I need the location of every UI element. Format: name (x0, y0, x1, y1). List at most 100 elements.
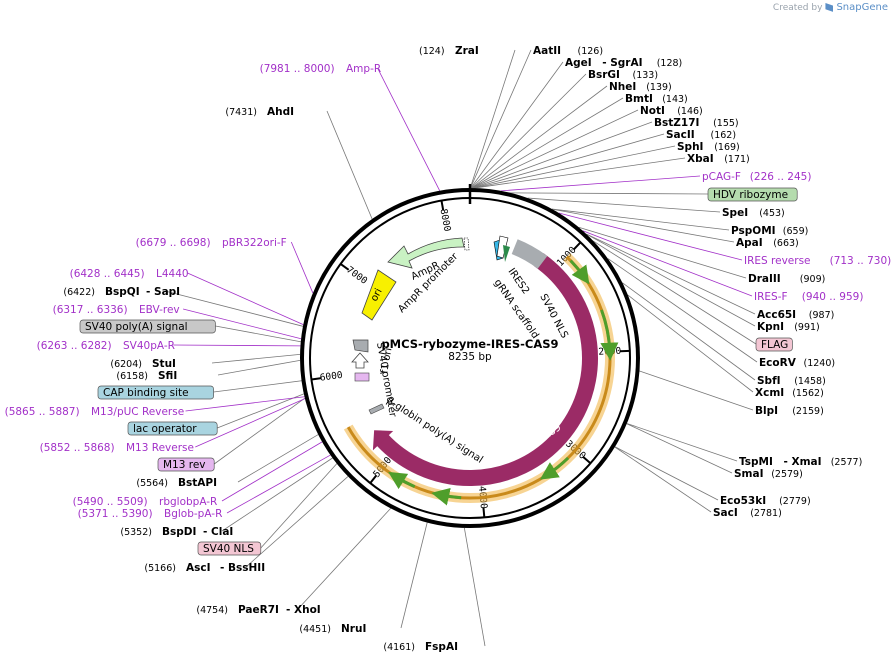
enzyme-position: (4161) (383, 642, 415, 653)
enzyme-position: (909) (800, 274, 826, 285)
enzyme-position: (987) (809, 310, 835, 321)
enzyme-site[interactable]: EcoRV(1240) (759, 357, 835, 369)
enzyme-position: (139) (646, 82, 672, 93)
primer-name: IRES reverse (744, 255, 811, 267)
primer-site[interactable]: (7981 .. 8000)Amp-R (260, 63, 382, 75)
enzyme-position: (659) (783, 226, 809, 237)
bglobin-small-feature (368, 403, 385, 415)
enzyme-leader (471, 73, 587, 189)
enzyme-site[interactable]: SpeI(453) (722, 207, 785, 219)
enzyme-position: (1562) (792, 388, 824, 399)
enzyme-site[interactable]: (124)ZraI (419, 45, 479, 57)
enzyme-site[interactable]: (7431)AhdI (225, 106, 294, 118)
enzyme-position: (133) (633, 70, 659, 81)
enzyme-site[interactable]: (5564)BstAPI (136, 477, 217, 489)
enzyme-site[interactable]: SacI(2781) (713, 507, 782, 519)
enzyme-site[interactable]: Acc65I(987) (757, 309, 834, 321)
feature-box-bg (97, 385, 214, 400)
primer-site[interactable]: IRES reverse (713 .. 730) (744, 255, 891, 267)
enzyme-site[interactable]: XcmI(1562) (755, 387, 824, 399)
enzyme-site[interactable]: SacII(162) (666, 129, 736, 141)
enzyme-site[interactable]: TspMI- XmaI(2577) (739, 456, 862, 468)
enzyme-leader (471, 85, 608, 189)
enzyme-site[interactable]: KpnI(991) (757, 321, 820, 333)
enzyme-site[interactable]: AatII(126) (533, 45, 603, 57)
enzyme-site[interactable]: NheI(139) (609, 81, 672, 93)
feature-box[interactable]: M13 rev (157, 457, 215, 472)
enzyme-site[interactable]: (4754)PaeR7I- XhoI (196, 604, 320, 616)
f1-ori-label: f1 ori (379, 347, 394, 375)
enzyme-site[interactable]: ApaI(663) (736, 237, 799, 249)
enzyme-name: EcoRV (759, 357, 797, 369)
enzyme-leader (470, 61, 564, 189)
primer-site[interactable]: (6317 .. 6336)EBV-rev (53, 304, 180, 316)
primer-position: (5852 .. 5868) (40, 442, 115, 454)
primer-site[interactable]: (6679 .. 6698)pBR322ori-F (136, 237, 287, 249)
primer-position: (713 .. 730) (830, 255, 892, 267)
enzyme-site[interactable]: BstZ17I(155) (654, 117, 739, 129)
ruler-tick-label: 8000 (438, 208, 453, 233)
feature-box[interactable]: lac operator (127, 421, 218, 436)
enzyme-name-2: - XmaI (784, 456, 822, 468)
enzyme-site[interactable]: BlpI(2159) (755, 405, 824, 417)
enzyme-name: SfiI (158, 370, 177, 382)
enzyme-position: (162) (711, 130, 737, 141)
enzyme-site[interactable]: (6204)StuI (110, 358, 176, 370)
feature-box[interactable]: HDV ribozyme (707, 187, 798, 202)
enzyme-position: (128) (657, 58, 683, 69)
enzyme-position: (169) (714, 142, 740, 153)
primer-site[interactable]: IRES-F(940 .. 959) (754, 291, 863, 303)
primer-position: (6317 .. 6336) (53, 304, 128, 316)
feature-box[interactable]: SV40 NLS (197, 541, 262, 556)
green-orf-arrows (388, 259, 619, 506)
primer-leader (173, 344, 301, 347)
enzyme-leader (527, 197, 721, 213)
enzyme-site[interactable]: Eco53kI(2779) (720, 495, 811, 507)
primer-site[interactable]: (6263 .. 6282)SV40pA-R (37, 340, 175, 352)
enzyme-site[interactable]: SbfI(1458) (757, 375, 826, 387)
feature-box-label: SV40 NLS (203, 543, 254, 555)
enzyme-name: ApaI (736, 237, 763, 249)
enzyme-position: (6158) (116, 371, 148, 382)
enzyme-site[interactable]: (6158) SfiI (116, 370, 177, 382)
enzyme-site[interactable]: (5352)BspDI- ClaI (120, 526, 233, 538)
enzyme-site[interactable]: DraIII(909) (748, 273, 825, 285)
feature-leader (260, 461, 339, 549)
enzyme-site[interactable]: PspOMI(659) (731, 225, 808, 237)
primer-site[interactable]: (5490 .. 5509)rbglobpA-R (73, 496, 218, 508)
primer-site[interactable]: (5852 .. 5868) M13 Reverse (40, 442, 194, 454)
enzyme-site[interactable]: (5166)AscI- BssHII (144, 562, 265, 574)
primer-leader-lines (173, 67, 753, 514)
primer-position: (5371 .. 5390) (78, 508, 153, 520)
plasmid-length: 8235 bp (448, 351, 492, 363)
enzyme-site[interactable]: (6422)BspQI- SapI (63, 286, 180, 298)
enzyme-name: BsrGI (588, 69, 620, 81)
primer-leader (187, 272, 304, 326)
enzyme-leader (626, 423, 733, 474)
enzyme-site[interactable]: SmaI(2579) (734, 468, 803, 480)
enzyme-site[interactable]: AgeI- SgrAI(128) (565, 57, 682, 69)
feature-box[interactable]: FLAG (755, 337, 793, 352)
primer-site[interactable]: pCAG-F (226 .. 245) (702, 171, 811, 183)
enzyme-leader (626, 423, 738, 462)
enzyme-leader (473, 133, 665, 189)
enzyme-leader (551, 208, 730, 231)
feature-box[interactable]: SV40 poly(A) signal (79, 319, 216, 334)
enzyme-name: XbaI (687, 153, 714, 165)
primer-site[interactable]: (6428 .. 6445)L4440 (70, 268, 189, 280)
credit-brand: SnapGene (836, 2, 888, 13)
primer-site[interactable]: (5865 .. 5887)M13/pUC Reverse (5, 406, 185, 418)
enzyme-site[interactable]: (4161)FspAI (383, 641, 458, 653)
enzyme-site[interactable]: NotI(146) (640, 105, 703, 117)
primer-name: pCAG-F (702, 171, 741, 183)
primer-site[interactable]: (5371 .. 5390)Bglob-pA-R (78, 508, 223, 520)
feature-box[interactable]: CAP binding site (97, 385, 214, 400)
enzyme-site[interactable]: XbaI(171) (687, 153, 750, 165)
enzyme-site[interactable]: BmtI(143) (625, 93, 688, 105)
primer-name: M13 Reverse (126, 442, 194, 454)
enzyme-site[interactable]: (4451)NruI (299, 623, 366, 635)
enzyme-name: StuI (152, 358, 176, 370)
enzyme-site[interactable]: BsrGI (133) (588, 69, 658, 81)
primer-position: (226 .. 245) (750, 171, 812, 183)
enzyme-site[interactable]: SphI(169) (677, 141, 740, 153)
